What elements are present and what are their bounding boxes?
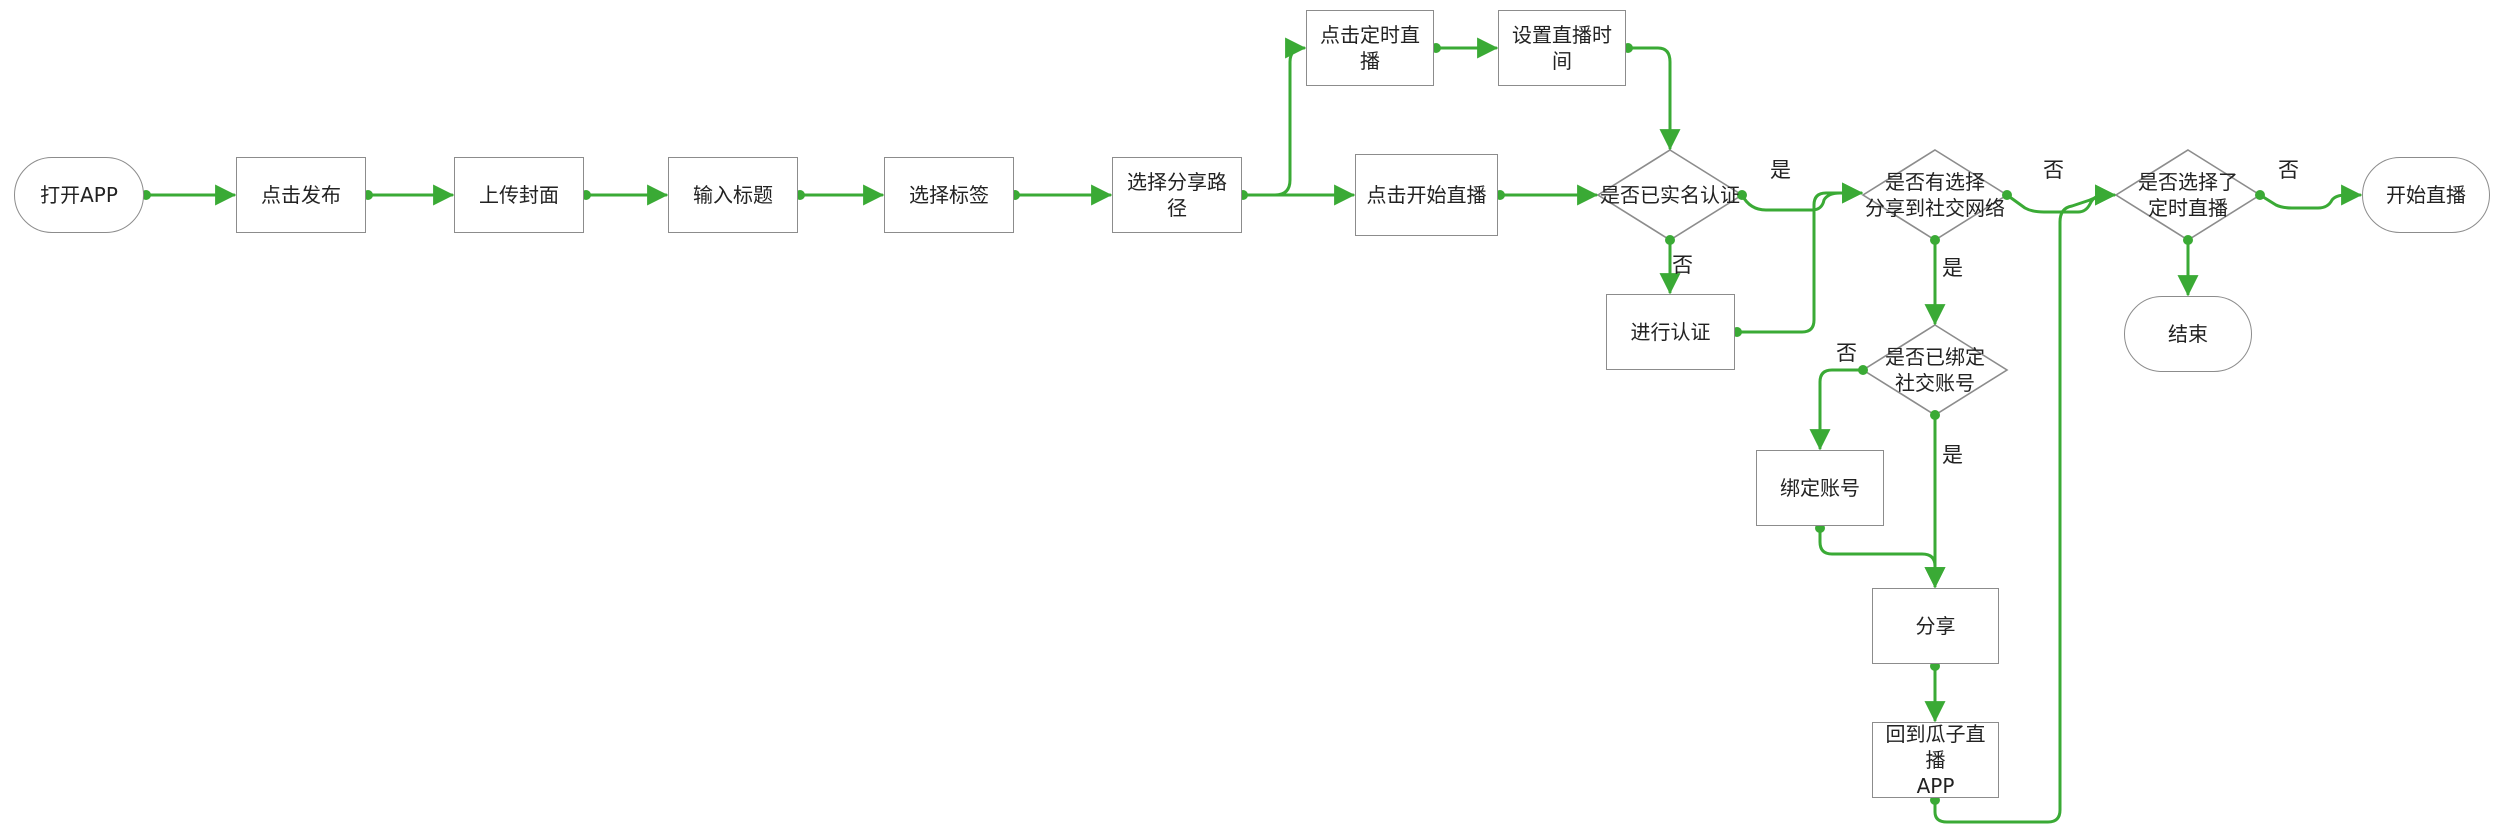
node-click-scheduled-live[interactable]: 点击定时直播 [1306, 10, 1434, 86]
node-upload-cover[interactable]: 上传封面 [454, 157, 584, 233]
edge-verify-yes-to-share-check [1740, 182, 1864, 212]
edge-label-verified-yes: 是 [1770, 158, 1791, 182]
node-open-app[interactable]: 打开APP [14, 157, 144, 233]
edge-share-path-to-scheduled [1241, 37, 1307, 197]
edge-label-share-no: 否 [2043, 158, 2064, 182]
node-start-live[interactable]: 开始直播 [2362, 157, 2490, 233]
edge-bind-account-to-share [1818, 526, 1946, 589]
node-bind-account[interactable]: 绑定账号 [1756, 450, 1884, 526]
node-return-to-app[interactable]: 回到瓜子直播 APP [1872, 722, 1999, 798]
node-set-live-time[interactable]: 设置直播时间 [1498, 10, 1626, 86]
node-input-title[interactable]: 输入标题 [668, 157, 798, 233]
node-end[interactable]: 结束 [2124, 296, 2252, 372]
node-share[interactable]: 分享 [1872, 588, 1999, 664]
edge-set-time-to-verify [1626, 46, 1681, 151]
node-select-share-path[interactable]: 选择分享路径 [1112, 157, 1242, 233]
node-click-publish[interactable]: 点击发布 [236, 157, 366, 233]
edge-label-share-yes: 是 [1942, 256, 1963, 280]
diamond-is-real-name-verified[interactable] [1596, 149, 1744, 241]
diamond-selected-scheduled[interactable] [2114, 149, 2262, 241]
edge-label-bound-yes: 是 [1942, 443, 1963, 467]
diamond-is-social-bound[interactable] [1861, 324, 2009, 416]
node-select-tags[interactable]: 选择标签 [884, 157, 1014, 233]
diamond-selected-share-social[interactable] [1861, 149, 2009, 241]
edge-do-verification-to-share-check [1735, 182, 1864, 334]
edge-label-bound-no: 否 [1836, 341, 1857, 365]
edge-label-scheduled-no: 否 [2278, 158, 2299, 182]
node-click-start-live[interactable]: 点击开始直播 [1355, 154, 1498, 236]
edge-label-verified-no: 否 [1672, 253, 1693, 277]
edge-share-no-to-scheduled-check [2005, 184, 2117, 214]
edge-scheduled-no-to-start-live [2258, 184, 2363, 210]
edge-bound-no-to-bind-account [1809, 368, 1865, 451]
node-do-verification[interactable]: 进行认证 [1606, 294, 1735, 370]
